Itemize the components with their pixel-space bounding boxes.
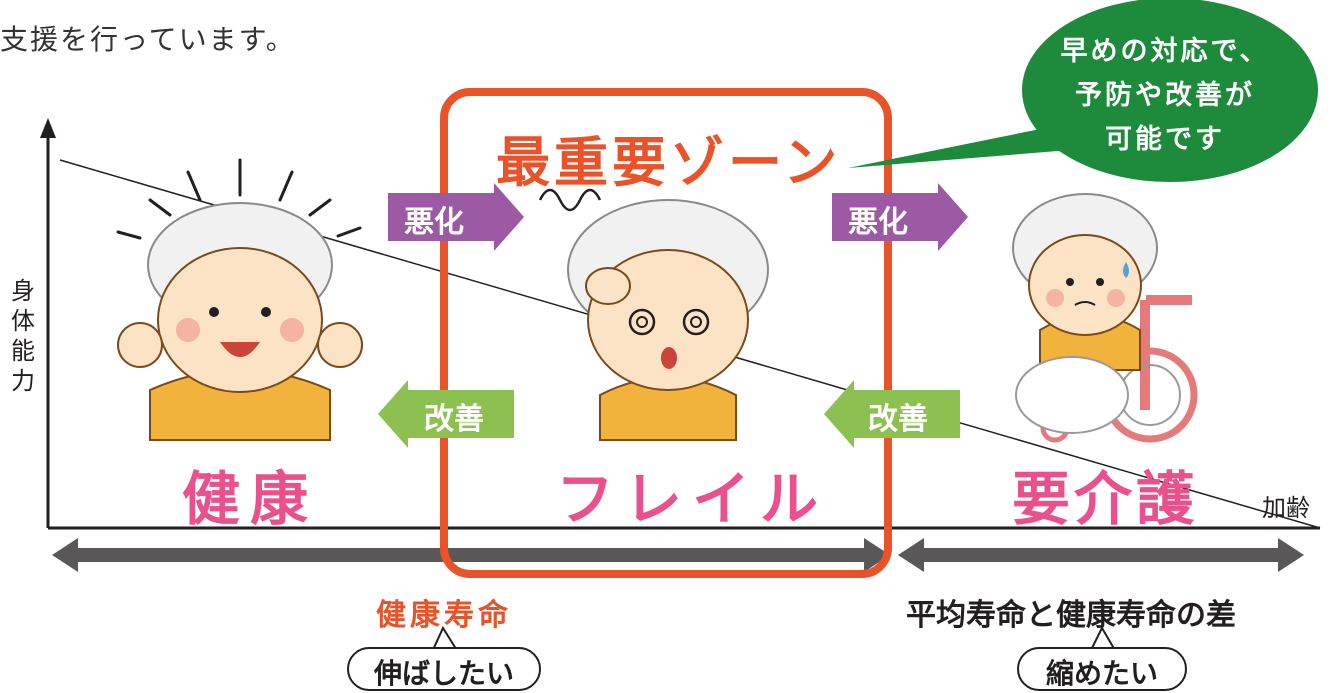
elderly-woman-happy-icon [116,158,363,441]
critical-zone-box [440,88,892,578]
x-axis-label: 加齢 [1262,494,1310,522]
gap-bar [898,538,1304,572]
pill-outline-1 [347,647,541,691]
healthy-life-bar [52,538,890,572]
worsen-label-1: 悪化 [404,205,464,240]
bubble-line-1: 早めの対応で、 [1060,36,1270,67]
elderly-woman-dizzy-icon [538,188,769,441]
intro-text: 支援を行っています。 [0,23,296,56]
stage-frail: フレイル [556,465,829,533]
axes [40,118,1320,530]
improve-arrow-1 [378,380,514,448]
healthy-life-caption: 健康寿命 [376,598,512,633]
y-axis-label: 身体能力 [11,277,35,395]
bubble-line-3: 可能です [1105,124,1225,155]
worsen-arrow-1 [388,183,524,251]
elderly-woman-wheelchair-icon [1012,193,1198,443]
worsen-arrow-2 [832,183,968,251]
gap-wish-pill: 縮めたい [1045,657,1158,690]
stage-healthy: 健康 [182,465,319,533]
caption-pointer-1 [431,625,459,653]
gap-caption: 平均寿命と健康寿命の差 [906,598,1236,633]
improve-label-2: 改善 [868,402,928,437]
bubble-text: 早めの対応で、 予防や改善が 可能です [1040,30,1290,162]
speech-bubble [848,0,1318,182]
worsen-label-2: 悪化 [848,205,908,240]
improve-arrow-2 [824,380,960,448]
stage-care: 要介護 [1012,465,1199,533]
healthy-wish-pill: 伸ばしたい [373,657,514,690]
zone-title: 最重要ゾーン [496,131,842,194]
bubble-line-2: 予防や改善が [1075,80,1255,111]
pill-outline-2 [1017,647,1187,691]
improve-label-1: 改善 [424,402,484,437]
caption-pointer-2 [1089,625,1117,653]
